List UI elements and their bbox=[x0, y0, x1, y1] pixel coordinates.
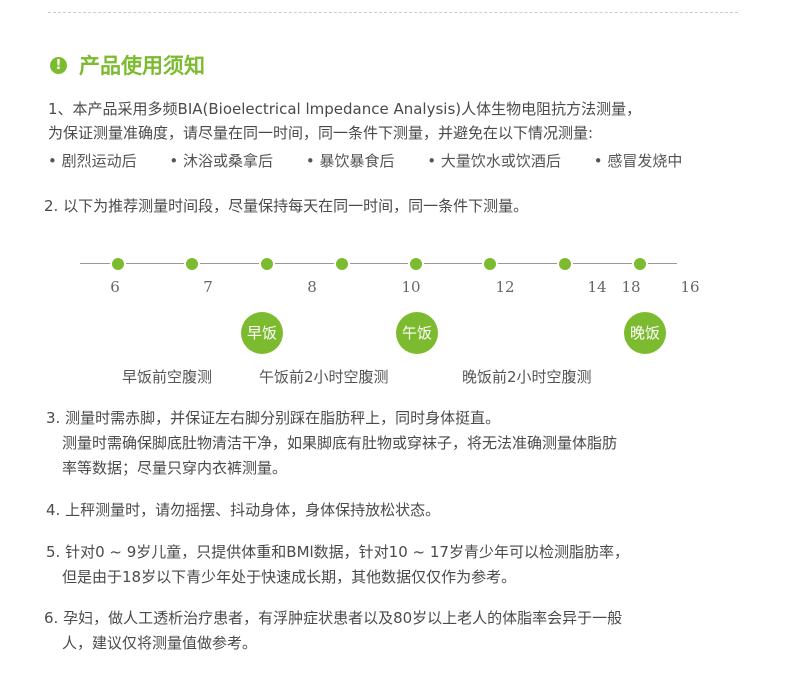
meal-dinner-badge: 晚饭 bbox=[624, 312, 666, 354]
timeline-dot bbox=[557, 256, 573, 272]
timeline-dot bbox=[184, 256, 200, 272]
timeline-dot bbox=[110, 256, 126, 272]
tick-label: 14 bbox=[587, 278, 607, 296]
tick-label: 16 bbox=[680, 278, 700, 296]
p5-line2: 但是由于18岁以下青少年处于快速成长期，其他数据仅仅作为参考。 bbox=[62, 568, 517, 586]
section-title: ! 产品使用须知 bbox=[50, 50, 205, 80]
tick-label: 10 bbox=[401, 278, 421, 296]
title-text: 产品使用须知 bbox=[79, 54, 205, 78]
timeline-line bbox=[80, 263, 677, 264]
timeline: 6 7 8 10 12 14 18 16 早饭 午饭 晚饭 早饭前空腹测 午饭前… bbox=[80, 256, 700, 386]
tick-label: 7 bbox=[203, 278, 213, 296]
p2: 2. 以下为推荐测量时间段，尽量保持每天在同一时间，同一条件下测量。 bbox=[44, 197, 529, 215]
bullet-item: • 感冒发烧中 bbox=[593, 152, 683, 170]
p1-line2: 为保证测量准确度，请尽量在同一时间，同一条件下测量，并避免在以下情况测量: bbox=[48, 124, 594, 142]
p3-line1: 3. 测量时需赤脚，并保证左右脚分别踩在脂肪秤上，同时身体挺直。 bbox=[46, 409, 501, 427]
tick-label: 6 bbox=[110, 278, 120, 296]
bullet-item: • 剧烈运动后 bbox=[48, 152, 137, 170]
p6-line2: 人，建议仅将测量值做参考。 bbox=[62, 634, 258, 652]
timeline-dot bbox=[334, 256, 350, 272]
timeline-dot bbox=[408, 256, 424, 272]
bullet-item: • 暴饮暴食后 bbox=[305, 152, 395, 170]
tick-label: 12 bbox=[495, 278, 515, 296]
bullet-item: • 大量饮水或饮酒后 bbox=[427, 152, 561, 170]
p3-line2: 测量时需确保脚底肚物清洁干净，如果脚底有肚物或穿袜子，将无法准确测量体脂肪 bbox=[62, 434, 618, 452]
timeline-dot bbox=[482, 256, 498, 272]
caption-lunch: 午饭前2小时空腹测 bbox=[259, 368, 389, 386]
caption-breakfast: 早饭前空腹测 bbox=[122, 368, 213, 386]
timeline-dot bbox=[632, 256, 648, 272]
p5-line1: 5. 针对0 ~ 9岁儿童，只提供体重和BMl数据，针对10 ~ 17岁青少年可… bbox=[46, 543, 629, 561]
bullet-item: • 沐浴或桑拿后 bbox=[169, 152, 274, 170]
tick-label: 8 bbox=[307, 278, 317, 296]
divider bbox=[48, 12, 738, 13]
tick-label: 18 bbox=[621, 278, 641, 296]
p4: 4. 上秤测量时，请勿摇摆、抖动身体，身体保持放松状态。 bbox=[46, 501, 441, 519]
p1-line1: 1、本产品采用多频BIA(Bioelectrical lmpedance Ana… bbox=[48, 100, 642, 118]
p6-line1: 6. 孕妇，做人工透析治疗患者，有浮肿症状患者以及80岁以上老人的体脂率会异于一… bbox=[44, 609, 623, 627]
caption-dinner: 晚饭前2小时空腹测 bbox=[462, 368, 592, 386]
bullet-list: • 剧烈运动后 • 沐浴或桑拿后 • 暴饮暴食后 • 大量饮水或饮酒后 • 感冒… bbox=[48, 150, 710, 171]
timeline-dot bbox=[259, 256, 275, 272]
meal-lunch-badge: 午饭 bbox=[396, 312, 438, 354]
exclamation-icon: ! bbox=[50, 56, 67, 74]
meal-breakfast-badge: 早饭 bbox=[241, 312, 283, 354]
p3-line3: 率等数据；尽量只穿内衣裤测量。 bbox=[62, 459, 288, 477]
